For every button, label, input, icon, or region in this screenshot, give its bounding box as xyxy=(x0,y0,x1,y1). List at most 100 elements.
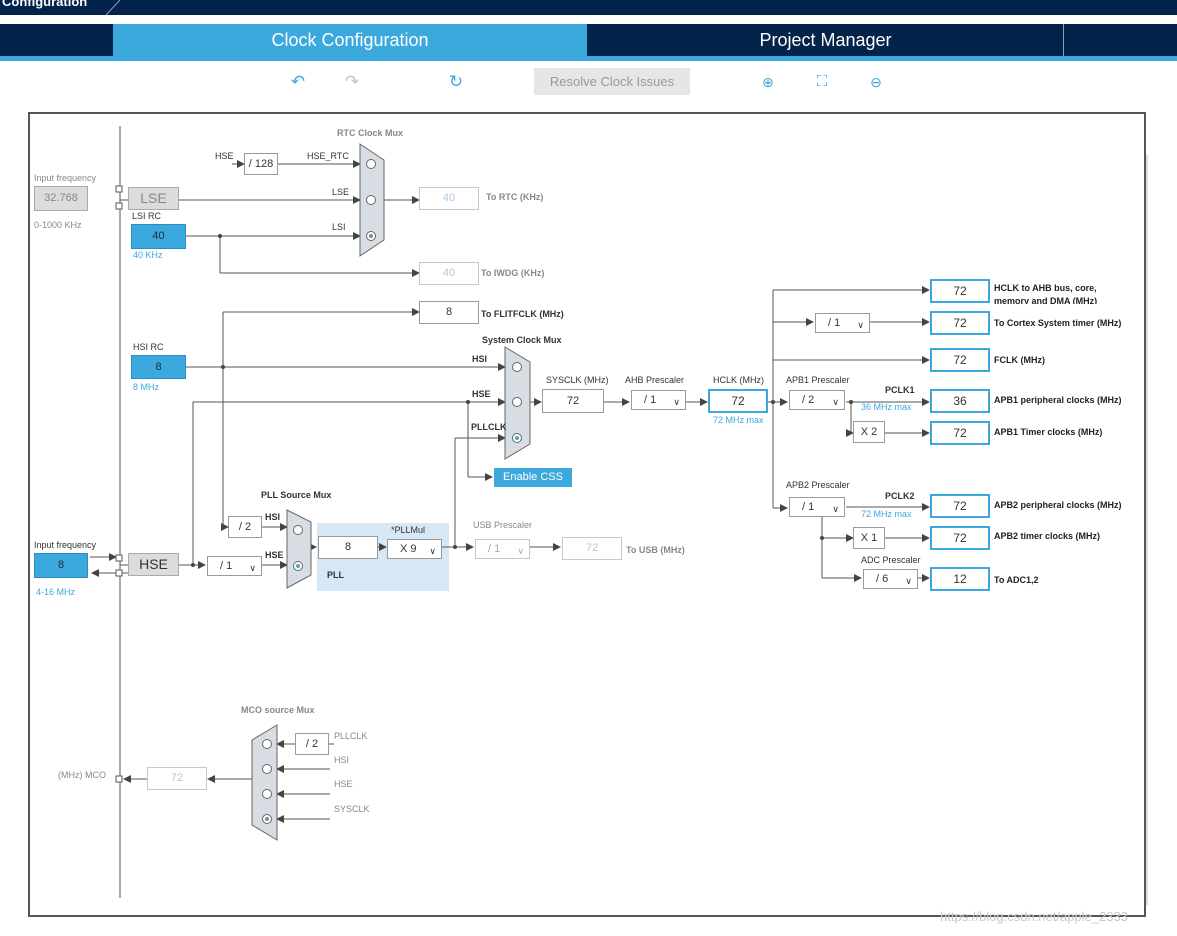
system-clock-mux-title: System Clock Mux xyxy=(482,335,562,345)
rtc-lse-label: LSE xyxy=(332,187,349,197)
hclk-ahb-label-line2: memory and DMA (MHz) xyxy=(994,296,1097,304)
mco-output-label: (MHz) MCO xyxy=(58,770,106,780)
apb1-timer-label: APB1 Timer clocks (MHz) xyxy=(994,427,1102,437)
sysmux-radio-hse[interactable] xyxy=(512,397,522,407)
rtc-radio-lsi[interactable] xyxy=(366,231,376,241)
sysclk-value[interactable]: 72 xyxy=(542,389,604,413)
lse-block[interactable]: LSE xyxy=(128,187,179,210)
pll-hsi-label: HSI xyxy=(265,512,280,522)
sysmux-pllclk-label: PLLCLK xyxy=(471,422,507,432)
chevron-down-icon: ∨ xyxy=(857,316,864,334)
hsi-rc-label: HSI RC xyxy=(133,342,164,352)
mco-output-value[interactable]: 72 xyxy=(147,767,207,790)
sysclk-label: SYSCLK (MHz) xyxy=(546,375,609,385)
chevron-down-icon: ∨ xyxy=(673,393,680,411)
cortex-timer-prescaler-select[interactable]: / 1 ∨ xyxy=(815,313,870,333)
iwdg-output-label: To IWDG (KHz) xyxy=(481,268,544,278)
mco-pllclk-label: PLLCLK xyxy=(334,731,368,741)
pll-radio-hse[interactable] xyxy=(293,561,303,571)
sysmux-radio-hsi[interactable] xyxy=(512,362,522,372)
rtc-radio-lse[interactable] xyxy=(366,195,376,205)
mco-source-mux-title: MCO source Mux xyxy=(241,705,315,715)
lse-frequency-input[interactable]: 32.768 xyxy=(34,186,88,211)
pll-hsi-divider[interactable]: / 2 xyxy=(228,516,262,538)
mco-radio-sysclk[interactable] xyxy=(262,814,272,824)
lse-input-frequency-label: Input frequency xyxy=(34,173,96,183)
rtc-hse-rtc-label: HSE_RTC xyxy=(307,151,349,161)
pll-mul-select[interactable]: X 9∨ xyxy=(387,539,442,559)
hsi-rc-value[interactable]: 8 xyxy=(131,355,186,379)
lse-range-label: 0-1000 KHz xyxy=(34,220,82,230)
pll-hse-divider-select[interactable]: / 1∨ xyxy=(207,556,262,576)
mco-radio-pllclk[interactable] xyxy=(262,739,272,749)
apb1-prescaler-value: / 2 xyxy=(802,394,814,406)
apb2-timer-multiplier[interactable]: X 1 xyxy=(853,527,885,549)
hclk-max-label: 72 MHz max xyxy=(713,415,764,425)
lsi-unit-label: 40 KHz xyxy=(133,250,163,260)
pll-input-value[interactable]: 8 xyxy=(318,536,378,559)
rtc-radio-hse[interactable] xyxy=(366,159,376,169)
pll-hse-label: HSE xyxy=(265,550,284,560)
ahb-prescaler-select[interactable]: / 1 ∨ xyxy=(631,390,686,410)
sysmux-radio-pllclk[interactable] xyxy=(512,433,522,443)
hclk-ahb-output[interactable]: 72 xyxy=(930,279,990,303)
pll-label: PLL xyxy=(327,570,344,580)
chevron-down-icon: ∨ xyxy=(832,500,839,518)
fclk-label: FCLK (MHz) xyxy=(994,355,1045,365)
mco-hse-label: HSE xyxy=(334,779,353,789)
apb1-timer-output[interactable]: 72 xyxy=(930,421,990,445)
apb1-max-label: 36 MHz max xyxy=(861,402,912,412)
apb1-peripheral-label: APB1 peripheral clocks (MHz) xyxy=(994,395,1122,405)
rtc-mux-title: RTC Clock Mux xyxy=(337,128,403,138)
fclk-output[interactable]: 72 xyxy=(930,348,990,372)
hse-frequency-input[interactable]: 8 xyxy=(34,553,88,578)
usb-prescaler-value: / 1 xyxy=(488,543,500,555)
pll-radio-hsi[interactable] xyxy=(293,525,303,535)
apb1-peripheral-output[interactable]: 36 xyxy=(930,389,990,413)
apb1-timer-multiplier[interactable]: X 2 xyxy=(853,421,885,443)
flitfclk-output-value[interactable]: 8 xyxy=(419,301,479,324)
apb1-prescaler-label: APB1 Prescaler xyxy=(786,375,850,385)
lsi-rc-label: LSI RC xyxy=(132,211,161,221)
adc-output[interactable]: 12 xyxy=(930,567,990,591)
pll-mul-value: X 9 xyxy=(400,543,417,555)
mco-pll-divider[interactable]: / 2 xyxy=(295,733,329,755)
iwdg-output-value[interactable]: 40 xyxy=(419,262,479,285)
adc-prescaler-select[interactable]: / 6∨ xyxy=(863,569,918,589)
hse-range-label: 4-16 MHz xyxy=(36,587,75,597)
apb1-prescaler-select[interactable]: / 2∨ xyxy=(789,390,845,410)
adc-prescaler-label: ADC Prescaler xyxy=(861,555,921,565)
ahb-prescaler-label: AHB Prescaler xyxy=(625,375,684,385)
mco-radio-hsi[interactable] xyxy=(262,764,272,774)
mco-radio-hse[interactable] xyxy=(262,789,272,799)
rtc-hse-label: HSE xyxy=(215,151,234,161)
ahb-prescaler-value: / 1 xyxy=(644,394,656,406)
chevron-down-icon: ∨ xyxy=(905,572,912,590)
apb2-prescaler-value: / 1 xyxy=(802,501,814,513)
watermark-text: https://blog.csdn.net/apple_2333 xyxy=(940,909,1128,924)
rtc-lsi-label: LSI xyxy=(332,222,346,232)
cortex-timer-output[interactable]: 72 xyxy=(930,311,990,335)
rtc-hse-divider[interactable]: / 128 xyxy=(244,153,278,175)
apb2-timer-output[interactable]: 72 xyxy=(930,526,990,550)
apb2-prescaler-select[interactable]: / 1 ∨ xyxy=(789,497,845,517)
hclk-value[interactable]: 72 xyxy=(708,389,768,413)
flitfclk-output-label: To FLITFCLK (MHz) xyxy=(481,309,564,319)
sysmux-hsi-label: HSI xyxy=(472,354,487,364)
usb-prescaler-select[interactable]: / 1∨ xyxy=(475,539,530,559)
rtc-output-value[interactable]: 40 xyxy=(419,187,479,210)
usb-output-label: To USB (MHz) xyxy=(626,545,685,555)
sysmux-hse-label: HSE xyxy=(472,389,491,399)
chevron-down-icon: ∨ xyxy=(249,559,256,577)
apb2-peripheral-output[interactable]: 72 xyxy=(930,494,990,518)
cortex-prescaler-value: / 1 xyxy=(828,317,840,329)
hse-input-frequency-label: Input frequency xyxy=(34,540,96,550)
lsi-rc-value[interactable]: 40 xyxy=(131,224,186,249)
enable-css-button[interactable]: Enable CSS xyxy=(494,468,572,487)
hse-block[interactable]: HSE xyxy=(128,553,179,576)
pll-mul-label: *PLLMul xyxy=(391,525,425,535)
usb-prescaler-label: USB Prescaler xyxy=(473,520,532,530)
pll-source-mux-title: PLL Source Mux xyxy=(261,490,331,500)
usb-output-value[interactable]: 72 xyxy=(562,537,622,560)
